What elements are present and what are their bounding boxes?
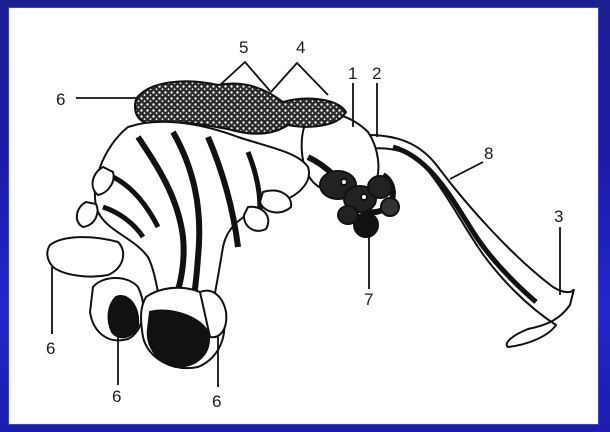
label-7: 7: [364, 290, 373, 309]
label-6-left: 6: [46, 339, 55, 358]
label-6-bottom-left: 6: [112, 387, 121, 406]
label-8: 8: [484, 144, 493, 163]
label-6-bottom-right: 6: [212, 392, 221, 411]
label-5: 5: [239, 38, 248, 57]
label-2: 2: [372, 64, 381, 83]
anatomical-diagram: 6 5 4 1 2 8 3 7 6 6 6: [8, 7, 599, 425]
left-lobe: [47, 237, 123, 276]
duct: [368, 135, 574, 347]
label-1: 1: [348, 64, 357, 83]
organ-drawing: [47, 81, 574, 368]
label-3: 3: [554, 207, 563, 226]
label-6-top: 6: [56, 90, 65, 109]
figure-panel: 6 5 4 1 2 8 3 7 6 6 6: [8, 7, 599, 425]
label-4: 4: [296, 38, 305, 57]
